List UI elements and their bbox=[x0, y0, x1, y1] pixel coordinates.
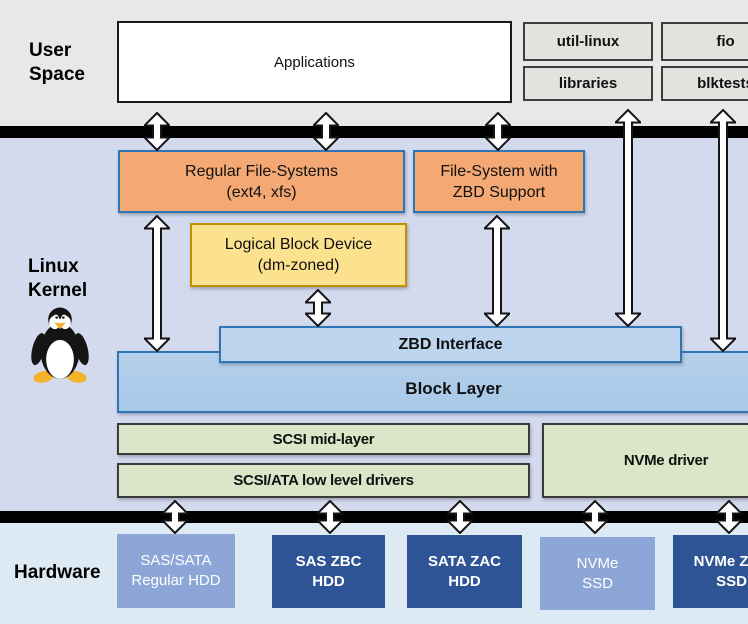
applications-box: Applications bbox=[117, 21, 512, 103]
blktests-box-label: blktests bbox=[697, 75, 748, 92]
filesystem-zbd-line1: File-System with bbox=[440, 162, 558, 180]
tux-penguin-icon bbox=[31, 307, 89, 383]
arrow-apps-regularfs-right bbox=[313, 112, 339, 151]
sata-zac-line2: HDD bbox=[448, 572, 481, 590]
sas-zbc-hdd-box: SAS ZBC HDD bbox=[272, 535, 385, 608]
arrow-nvmedriver-nvmessd bbox=[582, 500, 608, 534]
nvme-ssd-line2: SSD bbox=[582, 574, 613, 592]
nvme-zns-ssd-box: NVMe ZNS SSD bbox=[673, 535, 748, 608]
arrow-fszbd-zbdinterface bbox=[484, 215, 510, 327]
kernel-hardware-separator-bar bbox=[0, 511, 748, 523]
sata-zac-line1: SATA ZAC bbox=[427, 552, 502, 570]
nvme-driver-box: NVMe driver bbox=[542, 423, 748, 498]
nvme-ssd-box: NVMe SSD bbox=[540, 537, 655, 610]
linux-kernel-label-line2: Kernel bbox=[28, 280, 88, 301]
scsi-ata-drivers-label: SCSI/ATA low level drivers bbox=[233, 472, 414, 489]
linux-kernel-label-line1: Linux bbox=[28, 256, 79, 277]
arrow-dmzoned-zbdinterface bbox=[305, 289, 331, 327]
sas-zbc-line1: SAS ZBC bbox=[295, 552, 362, 570]
user-space-label-line1: User bbox=[29, 40, 72, 61]
arrow-scsiata-satazac bbox=[447, 500, 473, 534]
nvme-driver-label: NVMe driver bbox=[623, 452, 709, 469]
regular-filesystems-box: Regular File-Systems (ext4, xfs) bbox=[118, 150, 405, 213]
arrow-regularfs-blocklayer bbox=[144, 215, 170, 352]
hardware-label: Hardware bbox=[14, 562, 101, 583]
arrow-blktests-blocklayer bbox=[710, 109, 736, 352]
sas-sata-line2: Regular HDD bbox=[131, 572, 221, 589]
util-linux-box: util-linux bbox=[523, 22, 653, 61]
logical-block-device-box: Logical Block Device (dm-zoned) bbox=[190, 223, 407, 287]
user-space-label: User Space bbox=[29, 39, 85, 87]
blktests-box: blktests bbox=[661, 66, 748, 101]
regular-filesystems-line1: Regular File-Systems bbox=[185, 162, 338, 180]
nvme-zns-line2: SSD bbox=[716, 572, 747, 590]
filesystem-zbd-support-box: File-System with ZBD Support bbox=[413, 150, 585, 213]
zbd-interface-label: ZBD Interface bbox=[398, 336, 503, 353]
sata-zac-hdd-box: SATA ZAC HDD bbox=[407, 535, 522, 608]
logical-block-device-line1: Logical Block Device bbox=[224, 236, 373, 253]
arrow-apps-regularfs-left bbox=[144, 112, 170, 151]
sas-sata-line1: SAS/SATA bbox=[140, 552, 212, 569]
libraries-box: libraries bbox=[523, 66, 653, 101]
arrow-scsiata-sassata bbox=[162, 500, 188, 534]
arrow-nvmedriver-nvmezns bbox=[716, 500, 742, 534]
sas-sata-regular-hdd-box: SAS/SATA Regular HDD bbox=[117, 534, 235, 608]
user-space-label-line2: Space bbox=[29, 64, 85, 85]
arrow-scsiata-saszbc bbox=[317, 500, 343, 534]
arrow-apps-fszbd bbox=[485, 112, 511, 151]
block-layer-label: Block Layer bbox=[405, 379, 502, 398]
arrow-libraries-zbdinterface bbox=[615, 109, 641, 327]
sas-zbc-line2: HDD bbox=[312, 572, 345, 590]
applications-box-label: Applications bbox=[274, 53, 355, 71]
filesystem-zbd-line2: ZBD Support bbox=[452, 183, 546, 201]
scsi-mid-layer-label: SCSI mid-layer bbox=[272, 430, 375, 448]
scsi-mid-layer-box: SCSI mid-layer bbox=[117, 423, 530, 455]
libraries-box-label: libraries bbox=[558, 75, 618, 92]
scsi-ata-drivers-box: SCSI/ATA low level drivers bbox=[117, 463, 530, 498]
logical-block-device-line2: (dm-zoned) bbox=[257, 257, 340, 274]
fio-box-label: fio bbox=[716, 33, 735, 50]
nvme-ssd-line1: NVMe bbox=[576, 554, 619, 572]
zbd-interface-box: ZBD Interface bbox=[219, 326, 682, 363]
fio-box: fio bbox=[661, 22, 748, 61]
linux-kernel-label: Linux Kernel bbox=[28, 255, 87, 303]
regular-filesystems-line2: (ext4, xfs) bbox=[226, 183, 297, 201]
util-linux-box-label: util-linux bbox=[556, 33, 620, 50]
nvme-zns-line1: NVMe ZNS bbox=[693, 552, 748, 570]
user-kernel-separator-bar bbox=[0, 126, 748, 138]
